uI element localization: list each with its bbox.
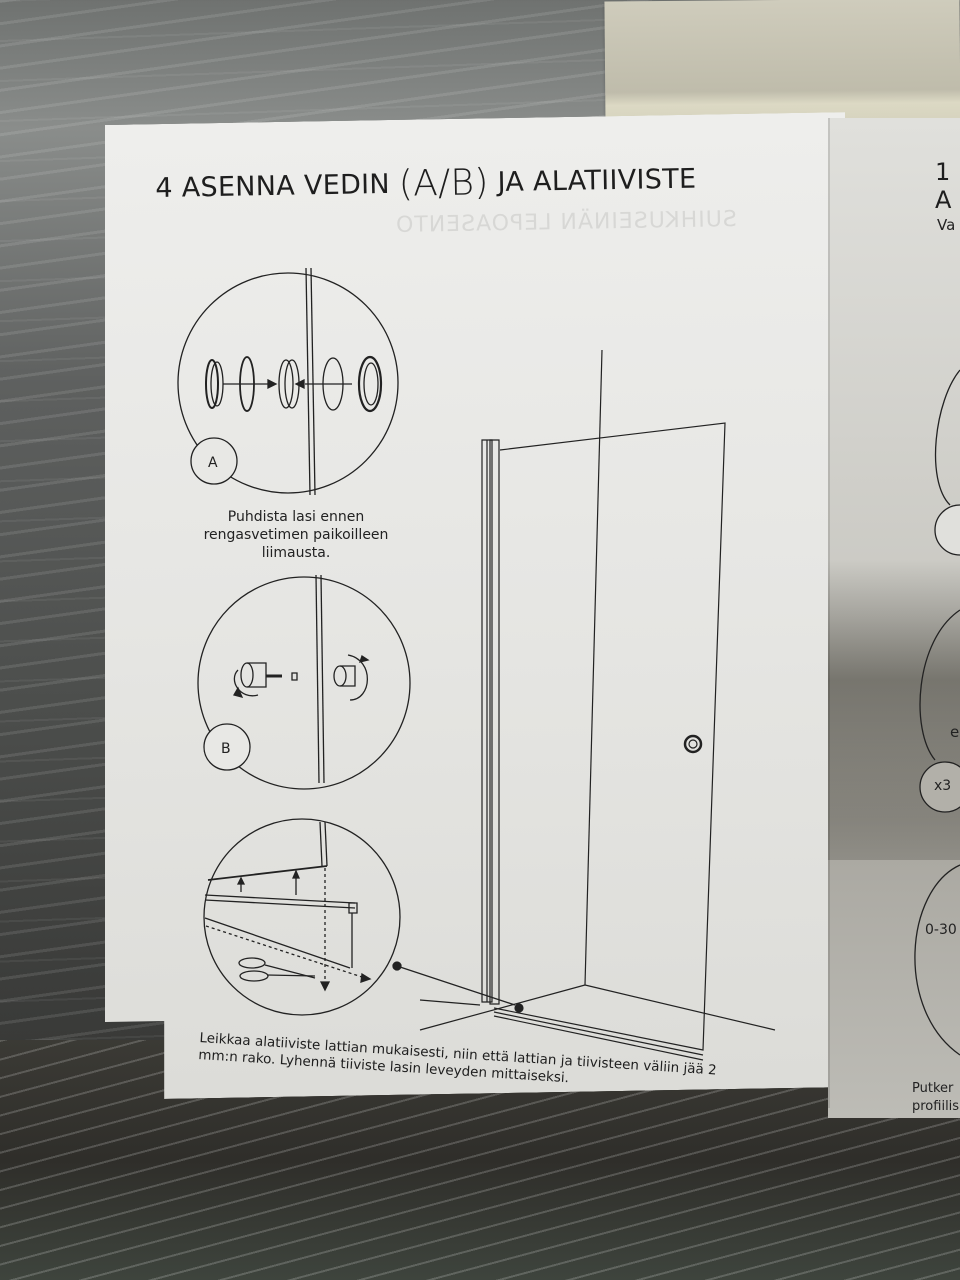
detail-a-caption: Puhdista lasi ennen rengasvetimen paikoi…: [203, 509, 389, 561]
adjacent-page-caption: Putker profiilis: [912, 1080, 959, 1116]
detail-b-label: B: [221, 741, 231, 757]
detail-a-illustration: [178, 268, 398, 495]
adjacent-page-subtitle: Va: [937, 216, 956, 234]
detail-seal-illustration: [204, 819, 515, 1015]
adjacent-caption-line-1: Putker: [912, 1081, 954, 1096]
adjacent-page-letter: e: [950, 723, 960, 741]
adjacent-caption-line-2: profiilis: [912, 1099, 960, 1114]
detail-b-illustration: [198, 575, 410, 789]
adjacent-page-illustrations: [915, 370, 960, 1055]
adjacent-page-range: 0-30: [925, 922, 957, 938]
page-fold: [828, 118, 830, 1108]
shower-door-illustration: [420, 350, 775, 1060]
adjacent-page-title: 1 A: [935, 158, 952, 214]
adjacent-page-x3-badge: x3: [934, 778, 952, 794]
detail-a-label: A: [208, 455, 218, 471]
